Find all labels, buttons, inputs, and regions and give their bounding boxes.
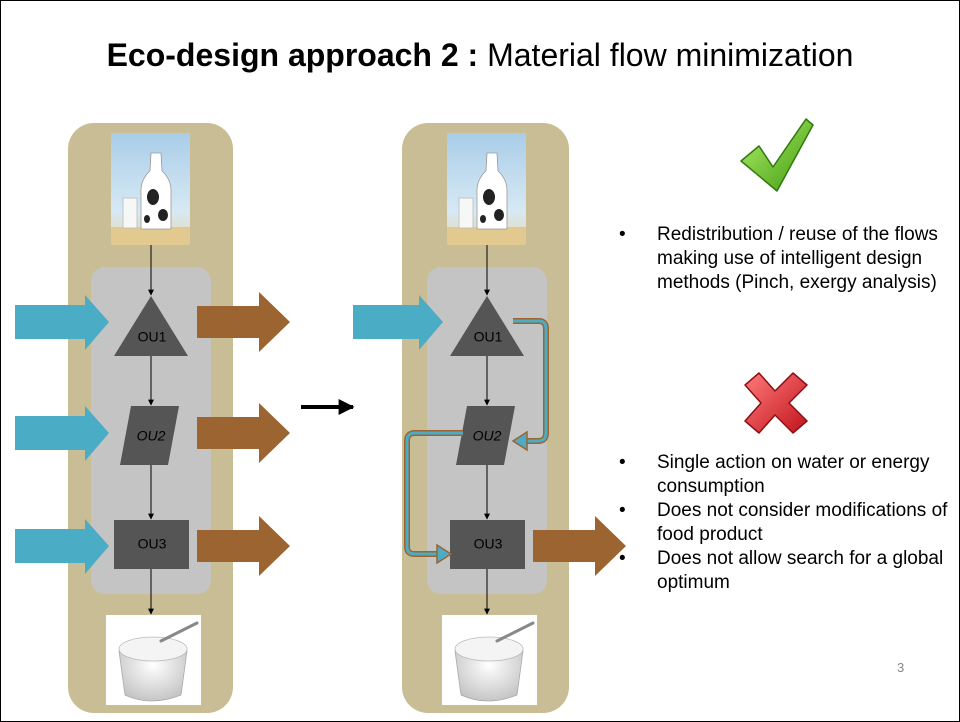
checkmark-icon [740, 118, 814, 192]
output-arrow [533, 516, 626, 576]
output-arrow [197, 403, 290, 463]
title-rest: Material flow minimization [487, 37, 854, 73]
recycle-arrow-ou2-to-ou3 [404, 430, 463, 565]
milk-bottle-image [447, 133, 526, 245]
unit-label: OU2 [137, 428, 166, 444]
bullet-text: Does not allow search for a global optim… [657, 548, 944, 593]
unit-ou3-rect [450, 520, 525, 569]
yogurt-image [106, 615, 201, 705]
left-process-column: OU1 OU2 OU3 [15, 123, 290, 713]
input-arrow [353, 295, 443, 350]
slide-title: Eco-design approach 2 : Material flow mi… [1, 37, 959, 74]
milk-bottle-image [111, 133, 190, 245]
yogurt-image [442, 615, 537, 705]
input-arrow [15, 295, 109, 350]
output-arrow [197, 292, 290, 352]
unit-label: OU2 [473, 428, 502, 444]
bullet-text: Does not consider modifications of food … [657, 500, 948, 545]
recycle-arrow-ou1-to-ou2 [511, 318, 549, 452]
right-process-column: OU1 OU2 OU3 [353, 123, 626, 713]
page-number: 3 [897, 660, 905, 675]
unit-label: OU3 [138, 536, 167, 552]
input-arrow [15, 519, 109, 574]
unit-ou3-rect [114, 520, 189, 569]
bullet-text: Single action on water or energy consump… [657, 452, 930, 497]
title-bold: Eco-design approach 2 : [106, 37, 479, 73]
unit-label: OU1 [474, 329, 503, 345]
input-arrow [15, 406, 109, 461]
unit-label: OU3 [474, 536, 503, 552]
unit-label: OU1 [138, 329, 167, 345]
output-arrow [197, 516, 290, 576]
red-cross-icon [744, 372, 808, 434]
unit-ou1-triangle [450, 296, 524, 356]
unit-ou1-triangle [114, 296, 188, 356]
bullet-text: Redistribution / reuse of the flows maki… [657, 224, 938, 293]
unit-ou2-parallelogram [120, 406, 179, 465]
unit-ou2-parallelogram [456, 406, 515, 465]
